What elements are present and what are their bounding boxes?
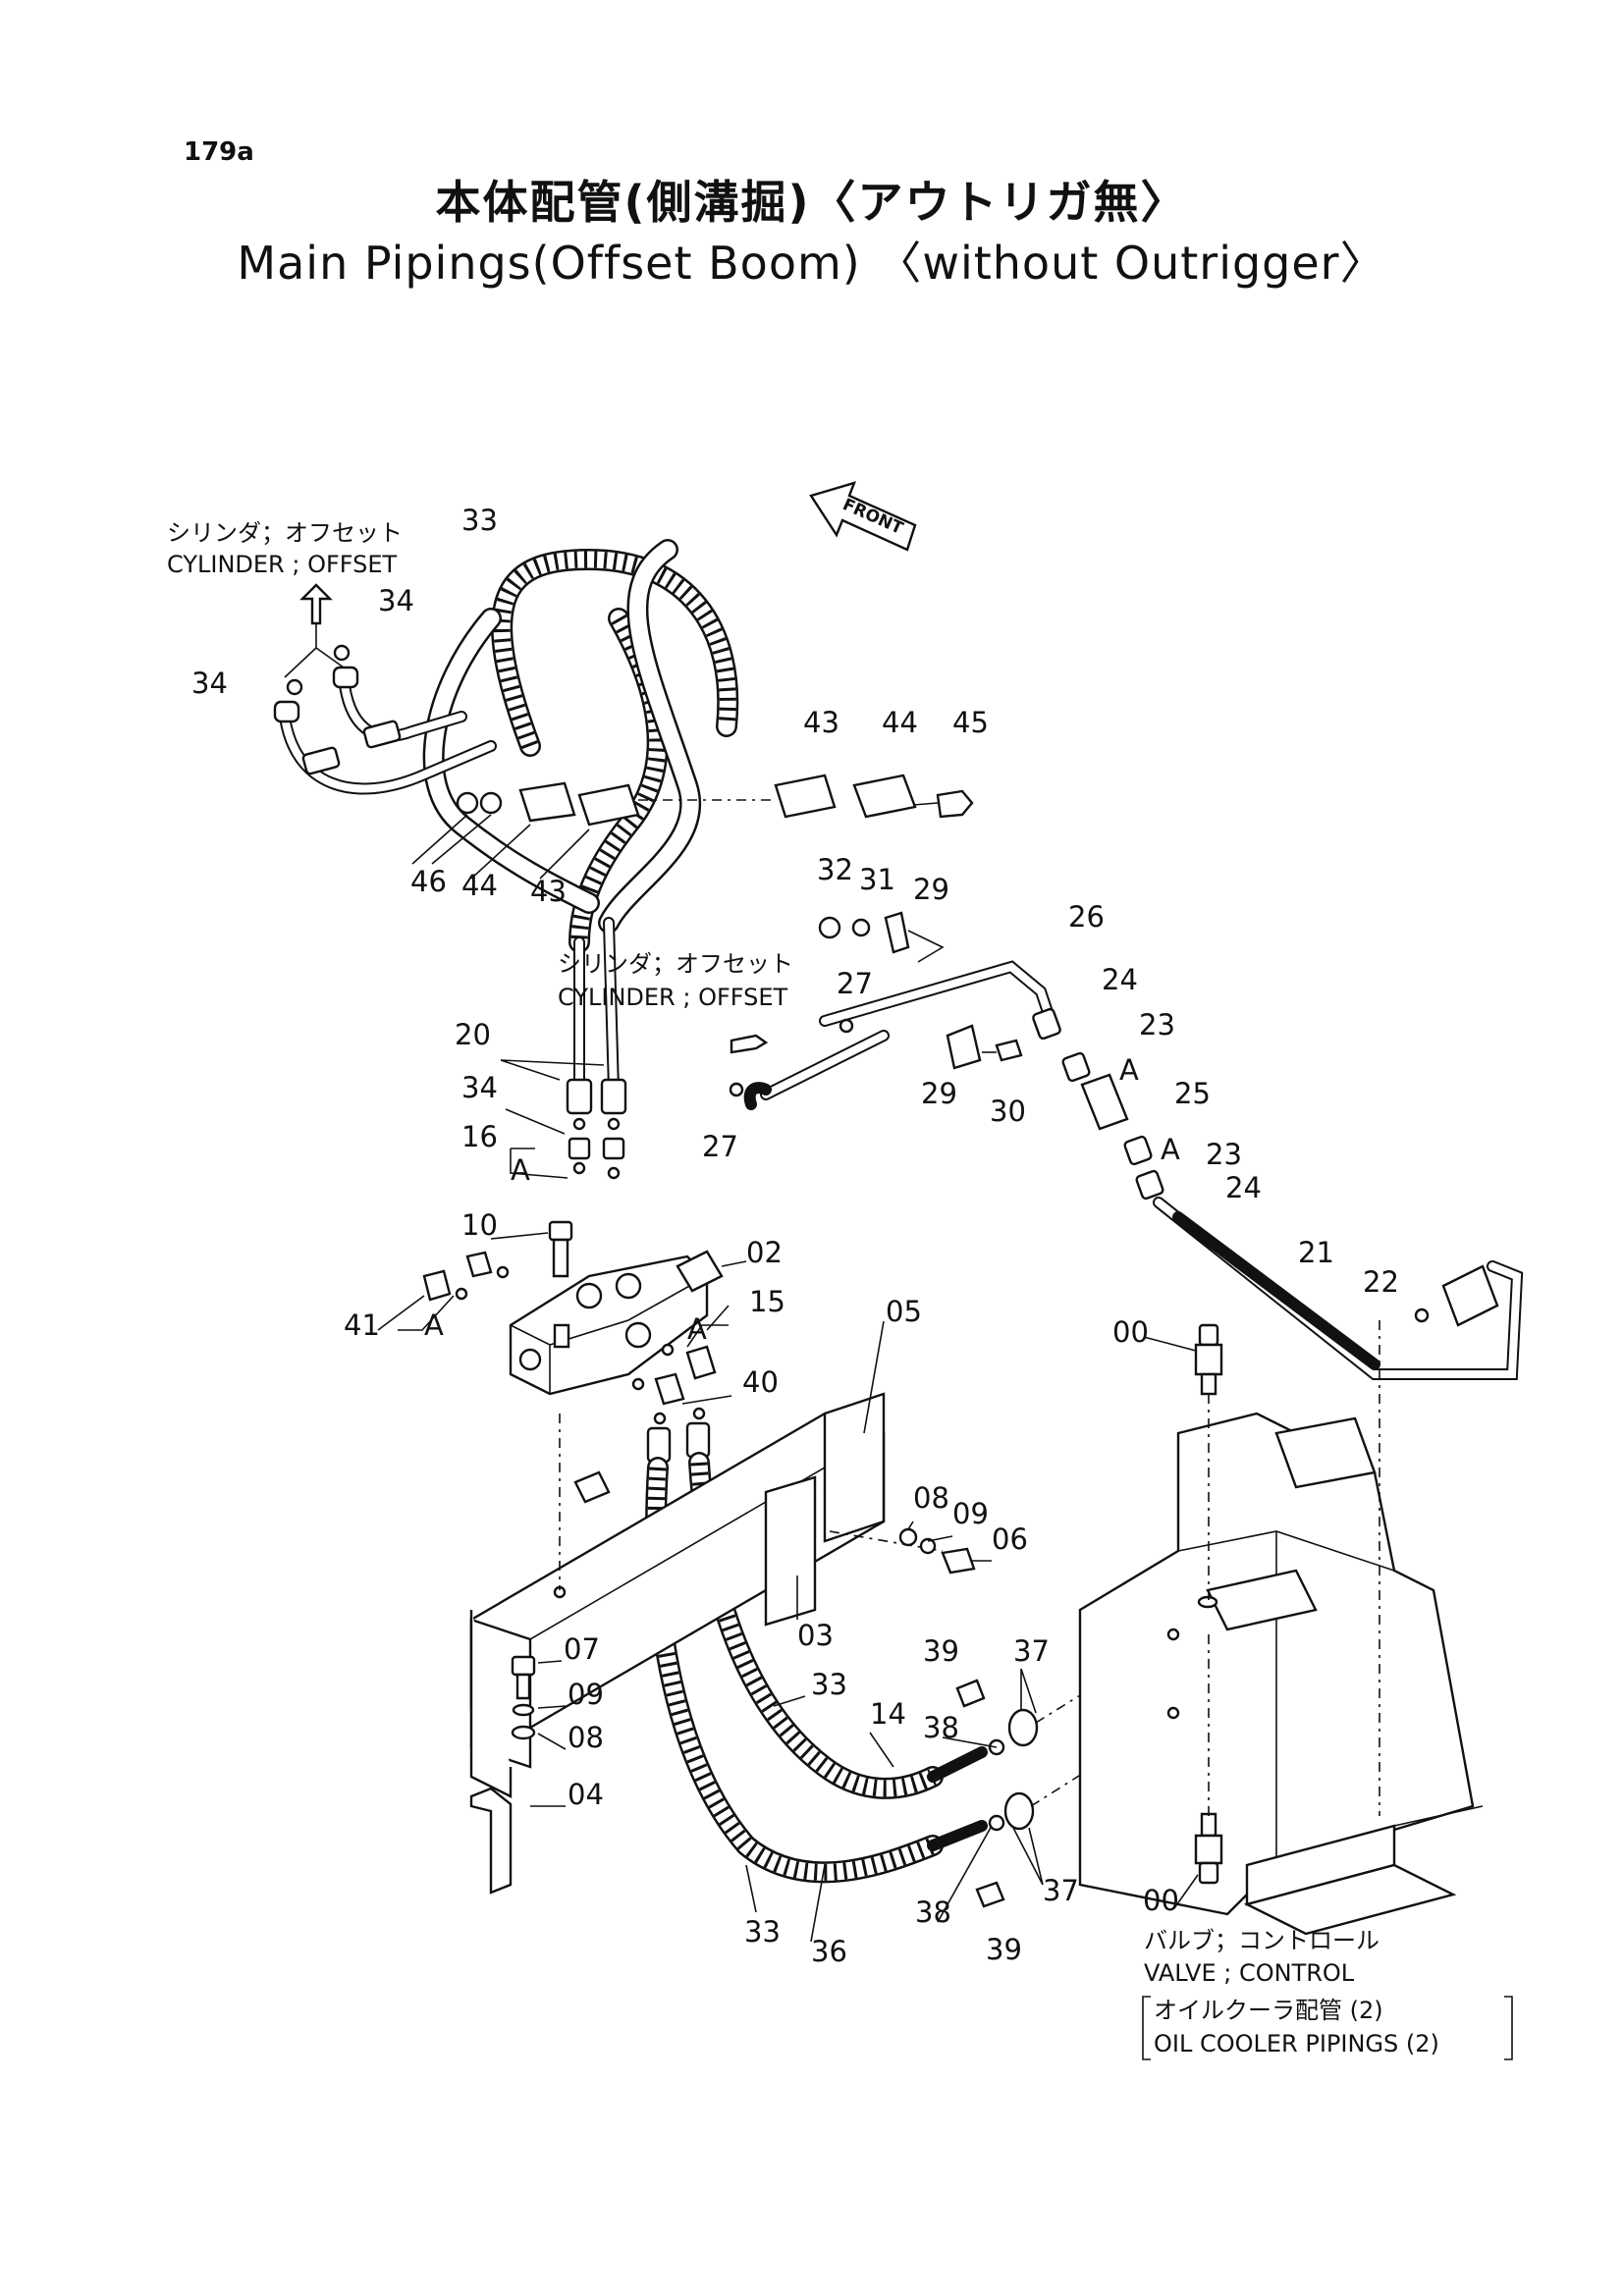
part-label-16: 16 <box>461 1120 498 1153</box>
valve-supply-hoses-20 <box>500 917 627 1180</box>
cylinder-direction-arrow-icon <box>284 583 345 678</box>
part-label-43: 43 <box>803 706 839 739</box>
part-label-38: 38 <box>915 1896 951 1929</box>
part-label-37: 37 <box>1043 1874 1079 1907</box>
part-label-45: 45 <box>952 706 989 739</box>
part-label-31: 31 <box>859 863 895 896</box>
part-label-A: A <box>687 1312 707 1346</box>
part-label-34: 34 <box>461 1071 498 1104</box>
note-valve-en: VALVE ; CONTROL <box>1144 1959 1355 1987</box>
note-cylinder-top-en: CYLINDER ; OFFSET <box>167 551 398 578</box>
part-label-32: 32 <box>817 853 853 886</box>
part-label-10: 10 <box>461 1208 498 1242</box>
note-valve-jp: バルブ；コントロール <box>1144 1927 1380 1954</box>
part-label-05: 05 <box>886 1295 922 1328</box>
plug-set-41 <box>377 1251 510 1331</box>
valve-control-note: バルブ；コントロール VALVE ; CONTROL <box>1144 1927 1380 1987</box>
part-label-33: 33 <box>461 504 498 537</box>
part-label-00: 00 <box>1112 1315 1149 1349</box>
page-number: 179a <box>184 137 254 167</box>
control-valve-02 <box>509 1250 747 1396</box>
hose-clamp-set <box>411 774 974 880</box>
part-label-22: 22 <box>1363 1265 1399 1299</box>
part-label-09: 09 <box>568 1678 604 1711</box>
part-label-A: A <box>1119 1053 1139 1087</box>
part-label-27: 27 <box>837 967 873 1000</box>
part-label-15: 15 <box>749 1285 785 1318</box>
title-english: Main Pipings(Offset Boom) 〈without Outri… <box>237 237 1386 290</box>
title-japanese: 本体配管(側溝掘)〈アウトリガ無〉 <box>435 176 1188 229</box>
part-label-26: 26 <box>1068 900 1105 934</box>
note-cylinder-mid-en: CYLINDER ; OFFSET <box>558 984 788 1011</box>
part-label-23: 23 <box>1206 1138 1242 1171</box>
bolt-10 <box>490 1220 573 1278</box>
part-label-46: 46 <box>410 865 447 898</box>
part-label-06: 06 <box>992 1522 1028 1556</box>
part-label-A: A <box>424 1308 444 1342</box>
pipe-clamp-set <box>818 911 1023 1070</box>
part-label-14: 14 <box>870 1697 906 1731</box>
part-label-07: 07 <box>564 1632 600 1666</box>
part-label-39: 39 <box>923 1634 959 1668</box>
part-label-43: 43 <box>530 875 567 908</box>
part-label-04: 04 <box>568 1778 604 1811</box>
flange-set <box>937 1633 1179 1923</box>
part-label-38: 38 <box>923 1711 959 1744</box>
part-label-24: 24 <box>1225 1171 1262 1204</box>
control-valve-body <box>1078 1320 1484 1936</box>
pressure-switches-00 <box>1143 1323 1223 1909</box>
part-label-A: A <box>511 1153 530 1187</box>
part-label-41: 41 <box>344 1308 380 1342</box>
part-label-44: 44 <box>461 869 498 902</box>
part-label-37: 37 <box>1013 1634 1050 1668</box>
bracket-bolt-set <box>511 1655 567 1807</box>
part-label-08: 08 <box>913 1481 949 1515</box>
part-label-00: 00 <box>1143 1884 1179 1917</box>
part-label-30: 30 <box>990 1095 1026 1128</box>
part-label-08: 08 <box>568 1721 604 1754</box>
note-cooler-jp: オイルクーラ配管 (2) <box>1154 1997 1383 2024</box>
part-label-29: 29 <box>921 1077 957 1110</box>
part-label-03: 03 <box>797 1619 834 1652</box>
offset-cylinder-hose-mid <box>729 1018 890 1110</box>
fittings-15-40 <box>631 1305 732 1425</box>
part-label-A: A <box>1161 1133 1180 1166</box>
part-label-21: 21 <box>1298 1236 1334 1269</box>
part-label-02: 02 <box>746 1236 783 1269</box>
note-cooler-en: OIL COOLER PIPINGS (2) <box>1154 2030 1439 2057</box>
offset-cylinder-lines <box>273 644 497 795</box>
part-label-20: 20 <box>455 1018 491 1051</box>
oil-cooler-pipe-line <box>819 960 1524 1380</box>
oil-cooler-pipings-note: オイルクーラ配管 (2) OIL COOLER PIPINGS (2) <box>1142 1996 1513 2060</box>
part-label-33: 33 <box>744 1915 781 1949</box>
cylinder-offset-mid-note: シリンダ；オフセット CYLINDER ; OFFSET <box>558 950 793 1011</box>
note-cylinder-top-jp: シリンダ；オフセット <box>167 519 403 547</box>
part-label-34: 34 <box>191 667 228 700</box>
part-label-29: 29 <box>913 873 949 906</box>
part-label-24: 24 <box>1102 963 1138 996</box>
part-label-33: 33 <box>811 1668 847 1701</box>
part-label-25: 25 <box>1174 1077 1211 1110</box>
part-label-39: 39 <box>986 1933 1022 1966</box>
part-label-34: 34 <box>378 584 414 617</box>
part-label-40: 40 <box>742 1365 779 1399</box>
part-label-36: 36 <box>811 1935 847 1968</box>
cylinder-offset-top-note: シリンダ；オフセット CYLINDER ; OFFSET <box>167 519 403 578</box>
part-label-09: 09 <box>952 1497 989 1530</box>
part-label-27: 27 <box>702 1130 738 1163</box>
part-label-44: 44 <box>882 706 918 739</box>
part-label-23: 23 <box>1139 1008 1175 1041</box>
front-arrow-icon: FRONT <box>809 481 917 552</box>
note-cylinder-mid-jp: シリンダ；オフセット <box>558 950 793 978</box>
